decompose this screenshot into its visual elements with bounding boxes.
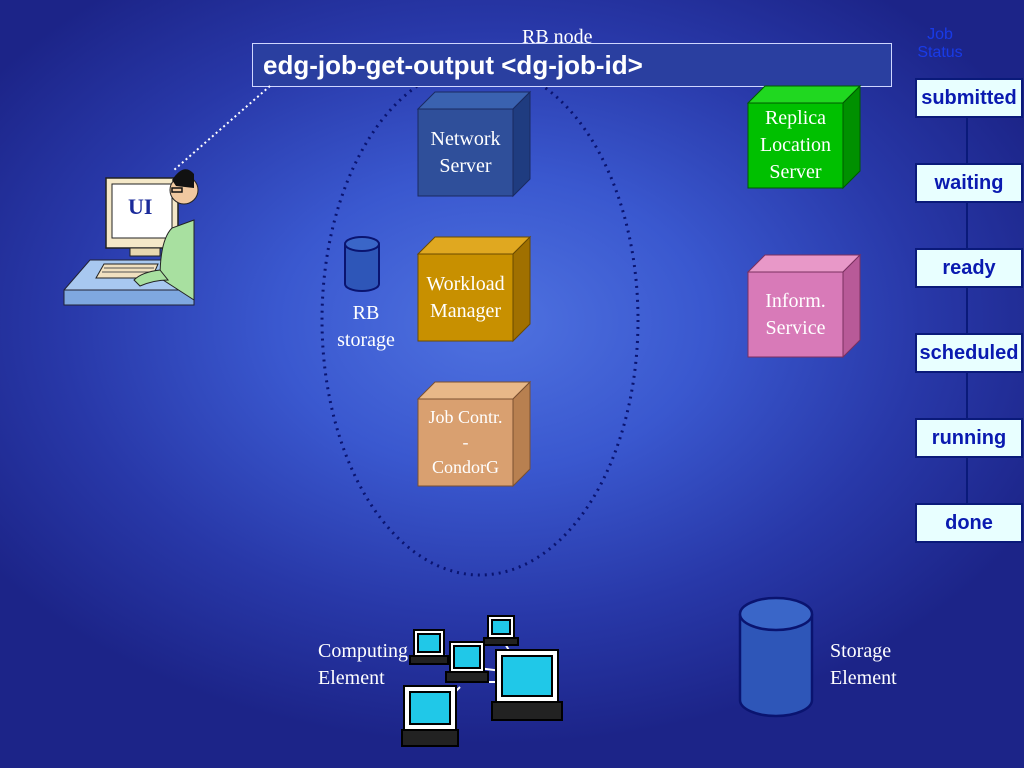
replica-location-server-box: Replica Location Server <box>746 84 862 190</box>
information-service-box: Inform. Service <box>746 253 862 359</box>
job-status-label: Job Status <box>917 26 963 61</box>
workload-manager-box: Workload Manager <box>416 235 532 343</box>
rb-node-boundary <box>320 63 640 577</box>
status-connector <box>966 118 968 506</box>
status-done: done <box>915 503 1023 543</box>
computing-element-icon <box>401 615 563 747</box>
information-service-label: Inform. Service <box>765 289 826 339</box>
rb-node-label: RB node <box>522 26 593 48</box>
connector-line <box>173 85 271 171</box>
network-server-box: Network Server <box>416 90 532 198</box>
storage-element-label: Storage Element <box>830 640 897 689</box>
ui-label: UI <box>128 194 153 219</box>
rb-storage-label: RB storage <box>337 302 395 351</box>
status-waiting: waiting <box>915 163 1023 203</box>
rb-storage-icon <box>344 236 380 292</box>
command-box: edg-job-get-output <dg-job-id> <box>252 43 892 87</box>
status-scheduled: scheduled <box>915 333 1023 373</box>
workload-manager-label: Workload Manager <box>426 272 505 322</box>
replica-location-server-label: Replica Location Server <box>759 107 832 183</box>
job-controller-label: Job Contr. - CondorG <box>428 407 503 477</box>
network-server-label: Network Server <box>430 127 501 177</box>
computing-element-label: Computing Element <box>318 640 409 689</box>
status-submitted: submitted <box>915 78 1023 118</box>
ui-workstation-illustration <box>63 169 199 306</box>
job-controller-box: Job Contr. - CondorG <box>416 380 532 488</box>
status-ready: ready <box>915 248 1023 288</box>
storage-element-icon <box>738 596 814 718</box>
status-running: running <box>915 418 1023 458</box>
